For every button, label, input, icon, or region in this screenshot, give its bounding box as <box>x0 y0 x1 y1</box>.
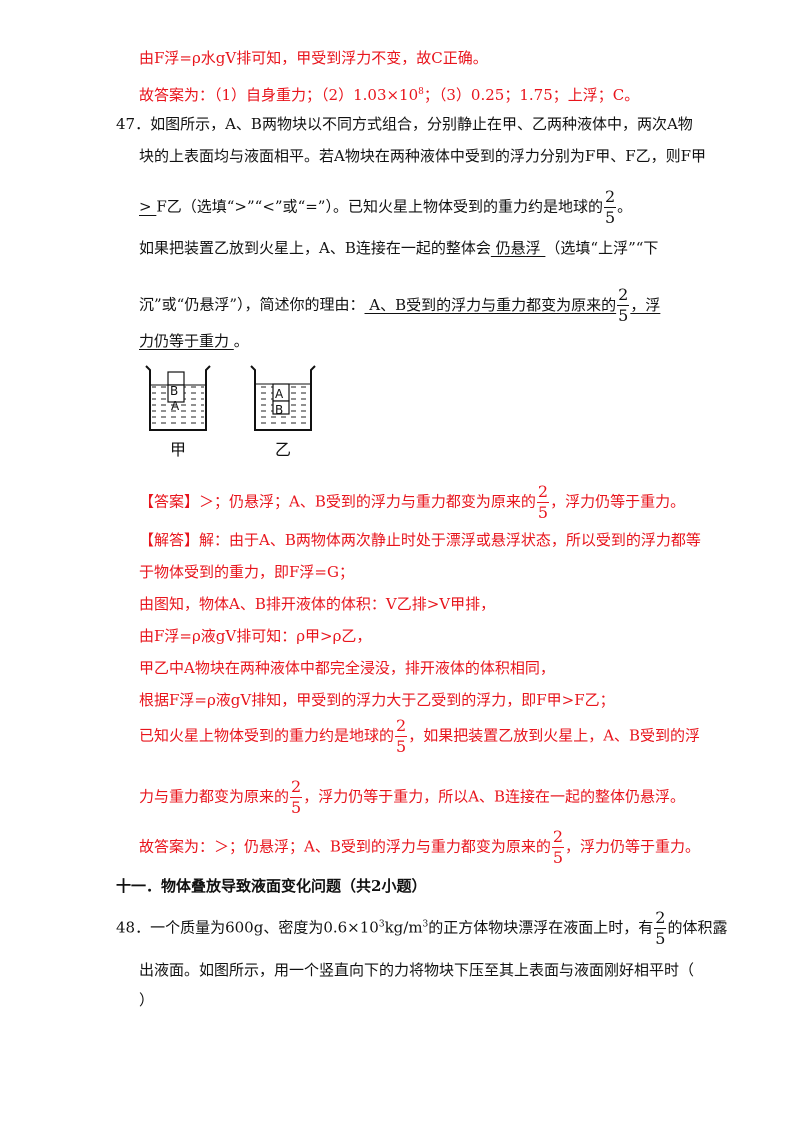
analysis-line-6: 根据F浮=ρ液gV排知，甲受到的浮力大于乙受到的浮力，即F甲>F乙； <box>139 691 615 709</box>
analysis-line-1: 【解答】解：由于A、B两物体两次静止时处于漂浮或悬浮状态，所以受到的浮力都等 <box>139 531 701 549</box>
q47-line-1: 47．如图所示，A、B两物块以不同方式组合，分别静止在甲、乙两种液体中，两次A物 <box>116 115 693 133</box>
q48-line-3: ） <box>139 991 155 1009</box>
q47-line-6: 力仍等于重力 。 <box>139 332 249 350</box>
q47-blank-3-cont: 力仍等于重力 <box>139 332 234 350</box>
fig-label-b-yi: B <box>275 403 284 417</box>
block-a-jia <box>167 384 185 403</box>
q47-line-2: 块的上表面均与液面相平。若A物块在两种液体中受到的浮力分别为F甲、F乙，则F甲 <box>139 147 707 165</box>
beaker-jia <box>145 365 211 431</box>
q48-line-2: 出液面。如图所示，用一个竖直向下的力将物块下压至其上表面与液面刚好相平时（ <box>139 961 695 979</box>
beakers-figure <box>145 365 316 431</box>
analysis-line-5: 甲乙中A物块在两种液体中都完全浸没，排开液体的体积相同， <box>139 659 555 677</box>
q47-line-4: 如果把装置乙放到火星上，A、B连接在一起的整体会 仍悬浮 （选填“上浮”“下 <box>139 239 659 257</box>
analysis-line-2: 于物体受到的重力，即F浮=G； <box>139 563 354 581</box>
section-heading: 十一．物体叠放导致液面变化问题（共2小题） <box>116 877 427 895</box>
prev-answer-line: 故答案为：（1）自身重力；（2）1.03×108；（3）0.25；1.75；上浮… <box>139 86 640 104</box>
q47-blank-2: 仍悬浮 <box>490 239 546 257</box>
fig-label-jia: 甲 <box>170 440 187 459</box>
beaker-yi <box>250 365 316 431</box>
fig-label-yi: 乙 <box>275 440 292 459</box>
q48-line-1: 48．一个质量为600g、密度为0.6×103kg/m3的正方体物块漂浮在液面上… <box>116 908 728 948</box>
analysis-tag: 【解答】 <box>139 531 200 549</box>
analysis-line-4: 由F浮=ρ液gV排可知：ρ甲>ρ乙， <box>139 627 372 645</box>
answer-tag: 【答案】 <box>139 492 200 511</box>
q47-blank-1: > <box>139 197 157 216</box>
block-b-yi <box>272 400 290 415</box>
analysis-line-3: 由图知，物体A、B排开液体的体积：V乙排>V甲排， <box>139 595 496 613</box>
fig-label-a-yi: A <box>275 387 284 401</box>
fig-label-b-jia: B <box>170 384 179 398</box>
prev-analysis-line: 由F浮=ρ水gV排可知，甲受到浮力不变，故C正确。 <box>139 49 488 67</box>
fig-label-a-jia: A <box>171 399 180 413</box>
